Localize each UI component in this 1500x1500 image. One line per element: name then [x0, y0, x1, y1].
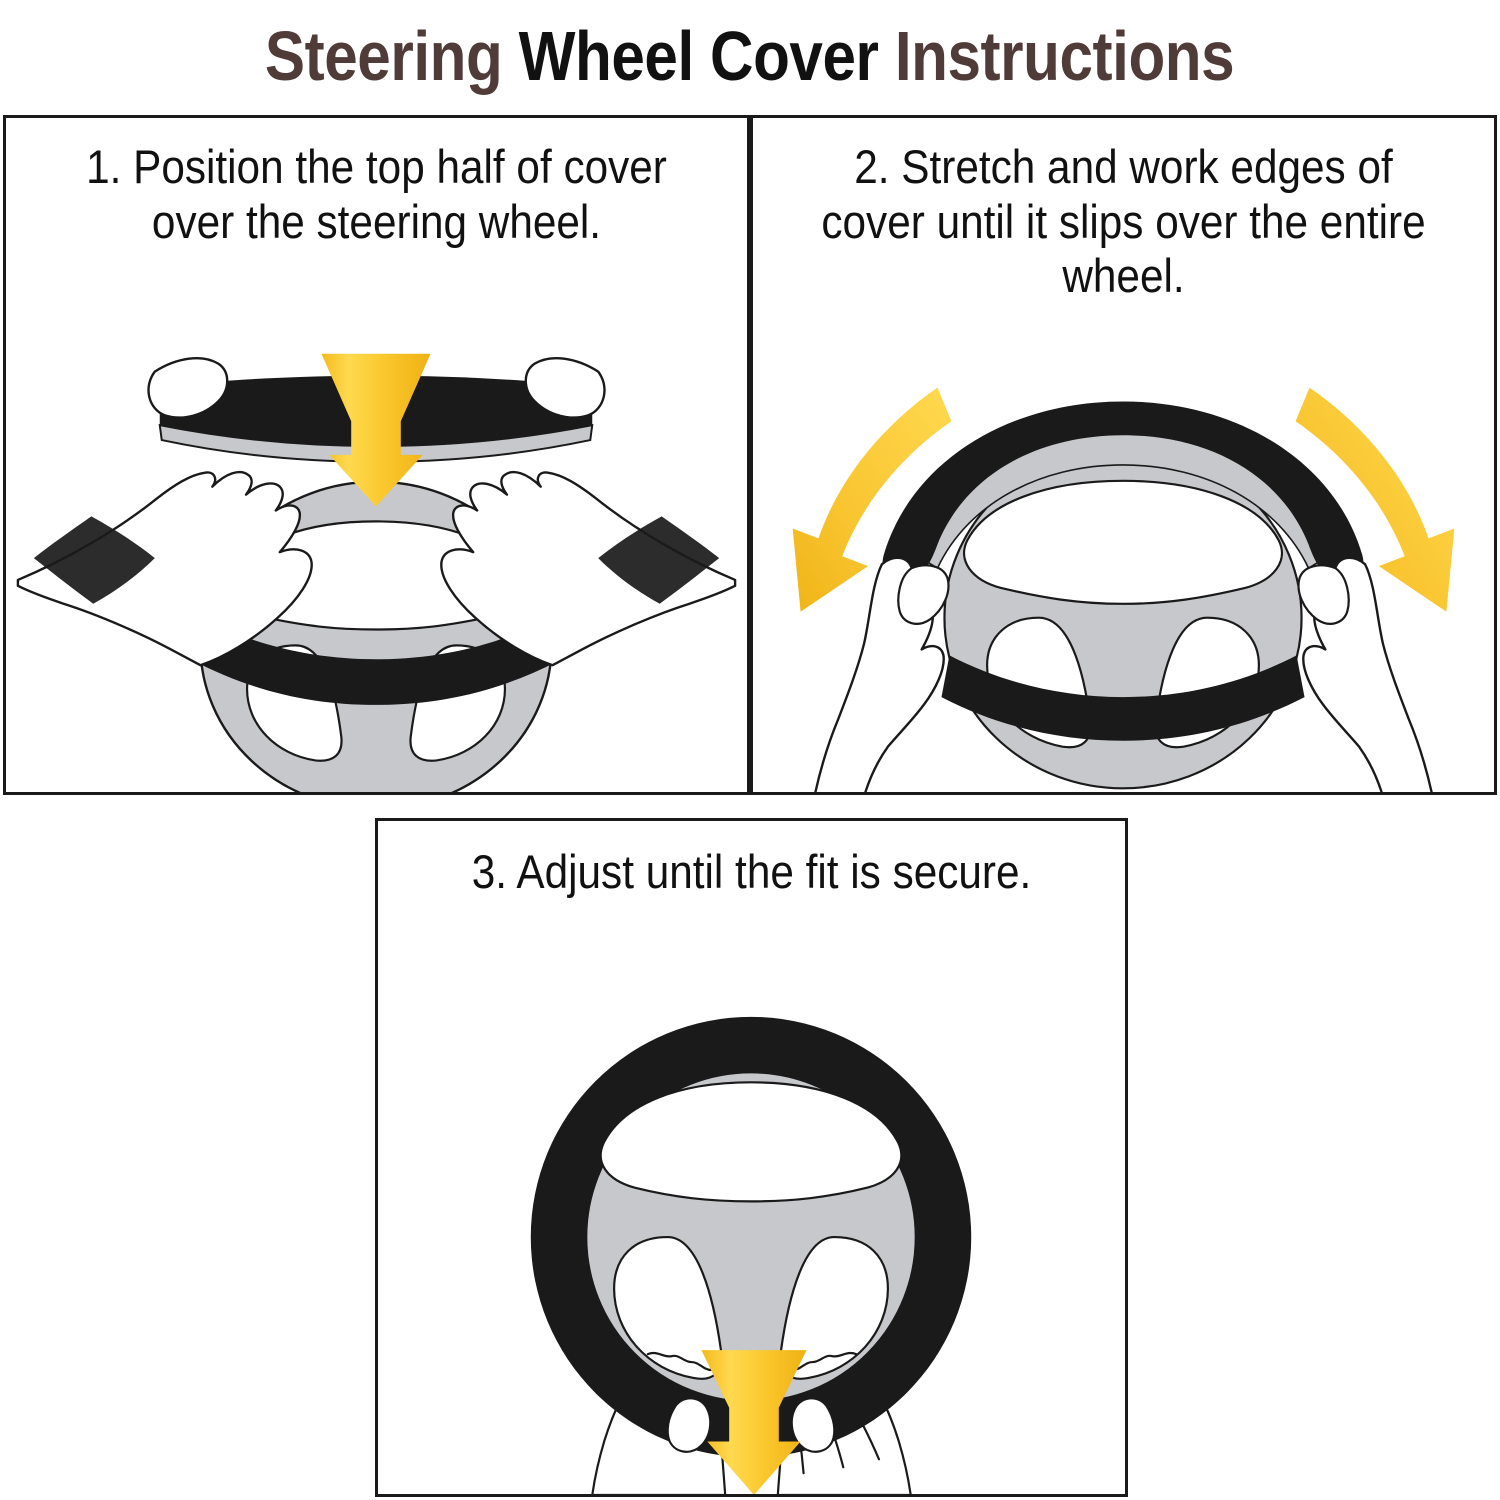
right-hand [1297, 556, 1433, 792]
step-2-illustration [753, 368, 1494, 792]
left-hand [814, 556, 950, 792]
right-hand [440, 470, 737, 667]
hand-knuckles-overlay [147, 357, 606, 419]
cover-mid-band [194, 617, 558, 705]
wheel-upper-opening [599, 1081, 903, 1203]
step-3-illustration [378, 999, 1125, 1494]
title-part-2: Wheel Cover [519, 17, 896, 95]
left-hand [16, 470, 313, 667]
grip-stitching-right [791, 1351, 858, 1372]
cover-upper-arc [882, 401, 1364, 582]
title-part-3: Instructions [895, 17, 1235, 95]
grip-stitching-left [646, 1351, 713, 1372]
page-title: Steering Wheel Cover Instructions [0, 0, 1500, 112]
wheel-right-opening [779, 1235, 889, 1380]
wheel-left-opening [613, 1235, 723, 1380]
step-3-caption: 3. Adjust until the fit is secure. [471, 845, 1032, 898]
title-part-1: Steering [265, 17, 520, 95]
cover-mid-band [941, 655, 1305, 741]
curved-arrow-left-icon [792, 387, 952, 612]
step-1-caption: 1. Position the top half of cover over t… [86, 140, 667, 248]
step-panel-3: 3. Adjust until the fit is secure. [375, 818, 1128, 1497]
step-panel-2: 2. Stretch and work edges of cover until… [750, 115, 1497, 795]
step-panel-1: 1. Position the top half of cover over t… [3, 115, 750, 795]
step-1-illustration [6, 346, 747, 792]
step-2-caption: 2. Stretch and work edges of cover until… [821, 140, 1426, 303]
left-thumb [666, 1397, 712, 1453]
wheel-upper-opening [963, 479, 1284, 605]
curved-arrow-right-icon [1295, 387, 1455, 612]
right-thumb [790, 1397, 836, 1453]
down-arrow-icon [321, 353, 431, 507]
page-title-text: Steering Wheel Cover Instructions [265, 16, 1235, 96]
covered-steering-wheel [530, 1016, 972, 1458]
down-arrow-icon [701, 1350, 807, 1494]
